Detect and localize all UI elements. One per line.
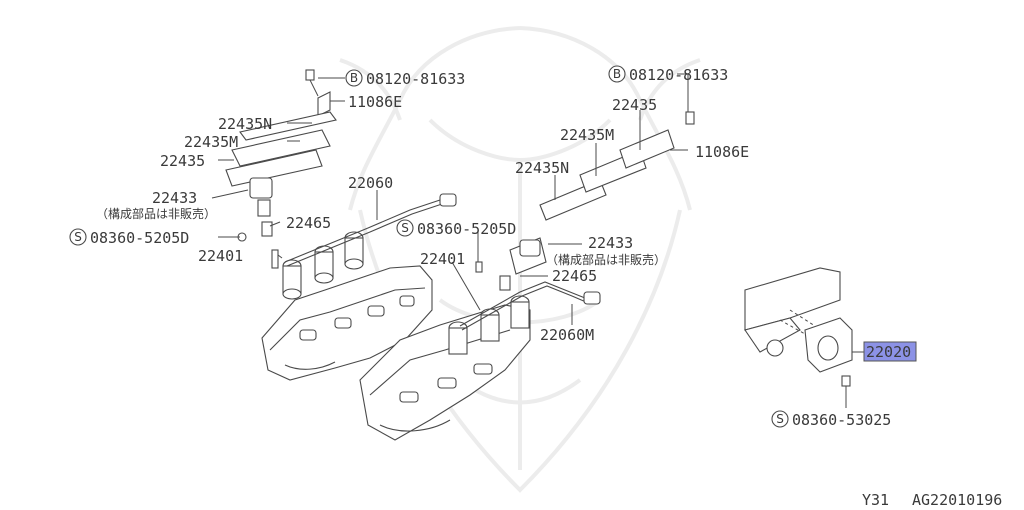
left-bolt-top [305,69,319,97]
part-number-22465-right: 22465 [552,267,597,285]
highlight-box [863,341,917,362]
part-number-22401-left: 22401 [198,247,243,265]
part-number-22060: 22060 [348,174,393,192]
footer-model: Y31 [862,491,889,509]
right-coils [448,295,530,355]
part-number-22433-left: 22433 [152,189,197,207]
circle-s-letter: S [74,230,82,244]
right-gaskets [475,111,695,291]
circle-s-letter: S [776,412,784,426]
part-number-08120-81633-left: 08120-81633 [366,70,465,88]
part-number-22435n-left: 22435N [218,115,272,133]
part-number-08360-5205d-center: 08360-5205D [417,220,516,238]
label-center-screw-s: S 08360-5205D [396,219,516,238]
label-left-screw-s: S 08360-5205D [69,228,189,247]
circle-b-letter: B [613,67,621,81]
right-harness-22060m [459,281,601,331]
part-22020 [744,267,853,396]
note-not-sold-right: （構成部品は非販売） [546,252,666,267]
label-left-bolt-b: B 08120-81633 [345,69,465,88]
left-cylinder-head [261,265,433,381]
part-number-22435m-right: 22435M [560,126,614,144]
left-harness-22060 [284,193,457,267]
part-number-22435m-left: 22435M [184,133,238,151]
note-not-sold-left: （構成部品は非販売） [96,206,216,221]
part-number-11086e-right: 11086E [695,143,749,161]
part-number-11086e-left: 11086E [348,93,402,111]
part-number-22435n-right: 22435N [515,159,569,177]
part-number-08360-53025: 08360-53025 [792,411,891,429]
part-number-22401-center: 22401 [420,250,465,268]
circle-s-letter: S [401,221,409,235]
leader-lines [211,73,864,408]
part-number-22020[interactable]: 22020 [866,343,911,361]
footer-code: AG22010196 [912,491,1002,509]
part-number-08120-81633-right: 08120-81633 [629,66,728,84]
part-number-22433-right: 22433 [588,234,633,252]
circle-b-letter: B [350,71,358,85]
label-right-bolt-b: B 08120-81633 [608,65,728,84]
part-number-22435-right: 22435 [612,96,657,114]
left-coils [282,231,364,300]
label-bottom-screw-s: S 08360-53025 [771,410,891,429]
left-gaskets [225,91,337,269]
part-number-22060m: 22060M [540,326,594,344]
part-number-08360-5205d-left: 08360-5205D [90,229,189,247]
highlight-22020[interactable]: 22020 [863,341,917,362]
part-number-22465-left: 22465 [286,214,331,232]
part-number-22435-left: 22435 [160,152,205,170]
